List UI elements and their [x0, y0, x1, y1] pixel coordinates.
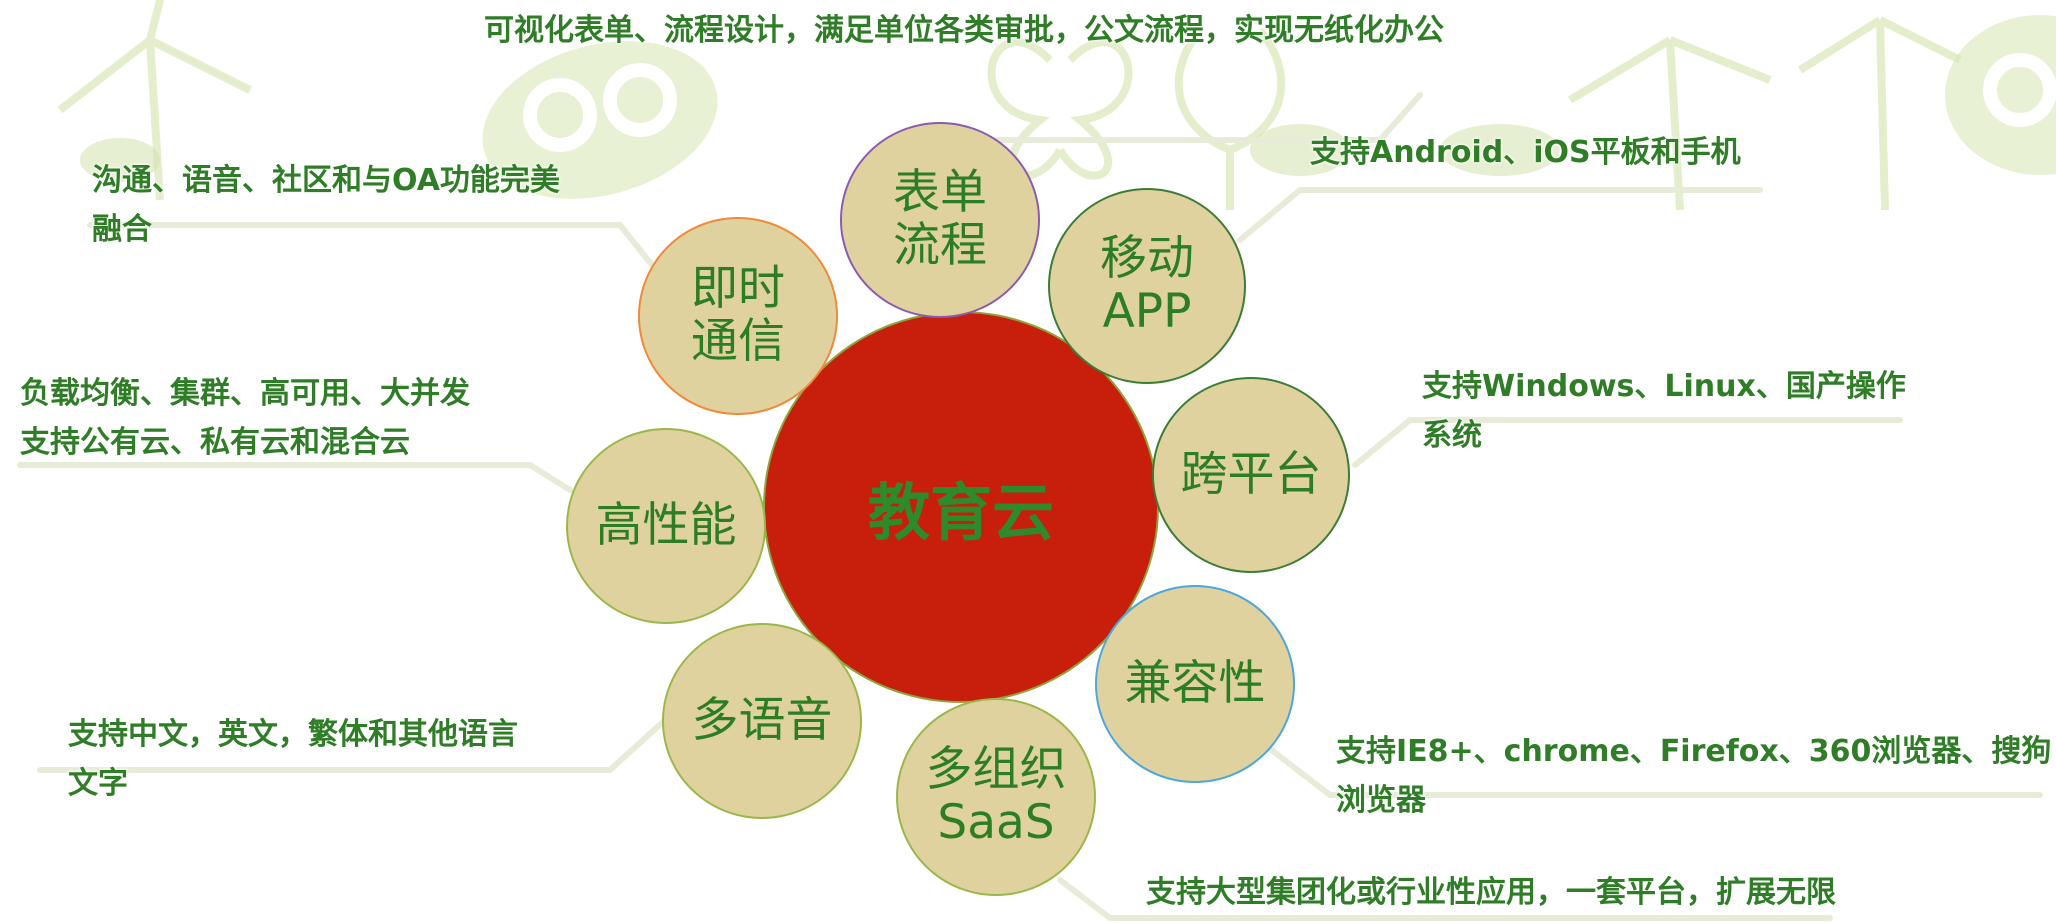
petal-form-flow-line2: 流程 [893, 218, 987, 273]
connector-line [87, 222, 663, 278]
petal-cross-platform: 跨平台 [1152, 377, 1350, 573]
callout-perf-line1: 负载均衡、集群、高可用、大并发 [20, 376, 470, 411]
callout-lang-line1: 支持中文，英文，繁体和其他语言 [68, 717, 518, 752]
connector-line [17, 462, 573, 493]
petal-cross-platform-line1: 跨平台 [1180, 446, 1322, 502]
callout-perf-line2: 支持公有云、私有云和混合云 [20, 425, 410, 460]
callout-mobile-app: 支持Android、iOS平板和手机 [1310, 128, 1741, 177]
petal-instant-messaging-line2: 通信 [691, 314, 785, 369]
wind-turbine-icon [1797, 16, 1962, 211]
petal-form-flow: 表单 流程 [840, 122, 1040, 318]
callout-im-line1: 沟通、语音、社区和与OA功能完美 [92, 163, 560, 198]
petal-mobile-app: 移动 APP [1048, 188, 1246, 384]
connector-line [1262, 742, 2043, 798]
callout-compat-line2: 浏览器 [1336, 783, 1426, 818]
petal-compatibility: 兼容性 [1095, 585, 1295, 783]
petal-high-performance-line1: 高性能 [595, 497, 737, 553]
connector-line [937, 92, 1423, 143]
callout-form-flow: 可视化表单、流程设计，满足单位各类审批，公文流程，实现无纸化办公 [484, 6, 1444, 55]
petal-instant-messaging: 即时 通信 [638, 217, 838, 415]
eco-badge-icon [482, 41, 718, 199]
callout-compatibility: 支持IE8+、chrome、Firefox、360浏览器、搜狗 浏览器 [1336, 727, 2051, 825]
callout-im-line2: 融合 [92, 212, 152, 247]
callout-lang-line2: 文字 [68, 766, 128, 801]
callout-cross-line1: 支持Windows、Linux、国产操作 [1422, 369, 1906, 404]
petal-mobile-app-line2: APP [1102, 284, 1192, 339]
petal-multi-org-line2: SaaS [937, 795, 1055, 850]
petal-high-performance: 高性能 [566, 428, 766, 624]
callout-multi-org: 支持大型集团化或行业性应用，一套平台，扩展无限 [1146, 868, 1836, 917]
connector-line [37, 717, 668, 773]
center-title: 教育云 [867, 476, 1054, 549]
callout-multi-language: 支持中文，英文，繁体和其他语言 文字 [68, 710, 518, 808]
petal-mobile-app-line1: 移动 [1100, 231, 1194, 287]
eco-badge-icon [1945, 15, 2056, 175]
callout-cross-line2: 系统 [1422, 418, 1482, 453]
petal-instant-messaging-line1: 即时 [691, 261, 785, 317]
connector-line [1057, 877, 1833, 921]
connector-line [1237, 187, 1763, 243]
connector-line [1352, 417, 1903, 468]
center-circle: 教育云 [763, 311, 1159, 703]
callout-mobile-app-text: 支持Android、iOS平板和手机 [1310, 135, 1741, 170]
petal-multi-language: 多语音 [662, 623, 862, 819]
wind-turbine-icon [57, 0, 252, 201]
callout-high-performance: 负载均衡、集群、高可用、大并发 支持公有云、私有云和混合云 [20, 369, 470, 467]
callout-instant-messaging: 沟通、语音、社区和与OA功能完美 融合 [92, 156, 560, 254]
petal-form-flow-line1: 表单 [893, 165, 987, 221]
callout-form-flow-text: 可视化表单、流程设计，满足单位各类审批，公文流程，实现无纸化办公 [484, 13, 1444, 48]
wind-turbine-icon [1567, 36, 1772, 211]
callout-compat-line1: 支持IE8+、chrome、Firefox、360浏览器、搜狗 [1336, 734, 2052, 769]
callout-cross-platform: 支持Windows、Linux、国产操作 系统 [1422, 362, 1906, 460]
petal-compatibility-line1: 兼容性 [1124, 655, 1266, 711]
petal-multi-org: 多组织 SaaS [896, 698, 1096, 896]
bulb-icon [1174, 27, 1286, 210]
petal-multi-language-line1: 多语音 [691, 692, 833, 748]
callout-org-text: 支持大型集团化或行业性应用，一套平台，扩展无限 [1146, 875, 1836, 910]
petal-multi-org-line1: 多组织 [925, 742, 1067, 798]
